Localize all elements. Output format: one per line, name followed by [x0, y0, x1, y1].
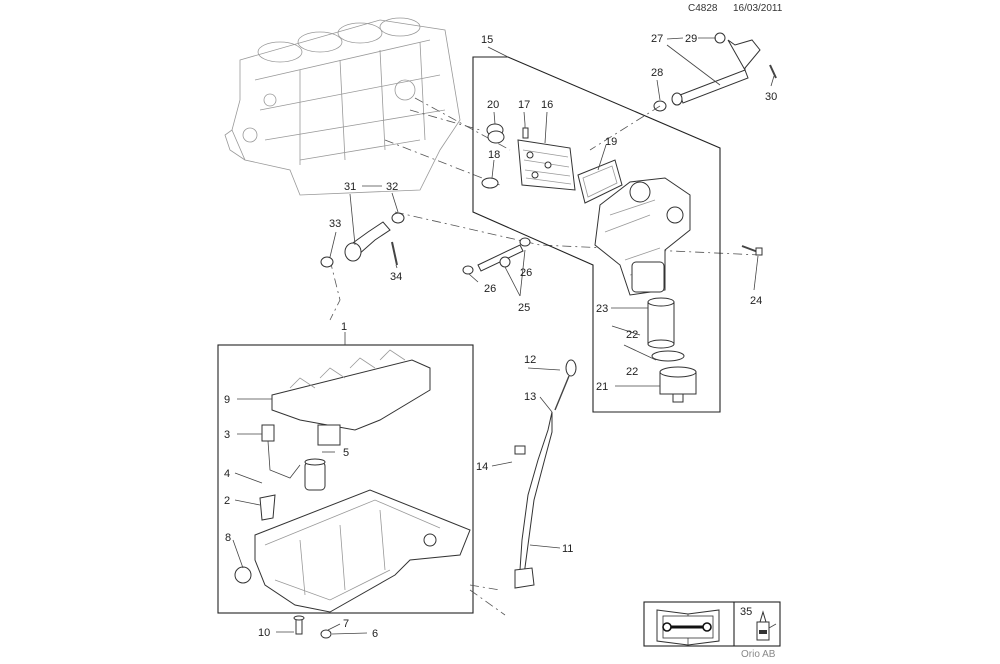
oil-pressure-sensor — [259, 494, 276, 521]
callout-29: 29 — [685, 33, 697, 45]
seal-ring — [486, 123, 505, 144]
publisher-name: Orio AB — [741, 649, 776, 660]
coolant-hose — [320, 212, 405, 268]
callout-33: 33 — [329, 218, 341, 230]
oil-can-icon — [756, 610, 777, 641]
callout-19: 19 — [605, 136, 617, 148]
seal-ring — [481, 177, 499, 189]
drawing-date: 16/03/2011 — [733, 3, 783, 14]
repair-manual-icon — [656, 609, 720, 646]
alignment-line — [409, 109, 481, 131]
callout-28: 28 — [651, 67, 663, 79]
group-box-oil-pan — [217, 344, 474, 614]
callout-22a: 22 — [626, 329, 638, 341]
callout-18: 18 — [488, 149, 500, 161]
group-box-oil-cooler — [472, 56, 721, 413]
oil-filter-cap — [659, 366, 697, 403]
callout-13: 13 — [524, 391, 536, 403]
callout-31: 31 — [344, 181, 356, 193]
oil-level-sensor — [261, 424, 301, 479]
alignment-line — [329, 259, 341, 321]
callout-8: 8 — [225, 532, 231, 544]
callout-15: 15 — [481, 34, 493, 46]
drain-plug — [293, 615, 305, 635]
alignment-line — [589, 105, 661, 151]
oil-pan — [234, 489, 471, 613]
callout-20: 20 — [487, 99, 499, 111]
alignment-line — [469, 584, 501, 591]
bolt — [741, 245, 763, 256]
screw — [522, 124, 529, 139]
alignment-line — [469, 589, 506, 616]
callout-6: 6 — [372, 628, 378, 640]
callout-23: 23 — [596, 303, 608, 315]
callout-21: 21 — [596, 381, 608, 393]
callout-22b: 22 — [626, 366, 638, 378]
gasket — [577, 159, 623, 204]
connecting-pipe — [462, 237, 531, 275]
callout-3: 3 — [224, 429, 230, 441]
washer — [320, 629, 332, 639]
callout-5: 5 — [343, 447, 349, 459]
callout-12: 12 — [524, 354, 536, 366]
callout-32: 32 — [386, 181, 398, 193]
callout-34: 34 — [390, 271, 402, 283]
engine-block — [224, 17, 461, 196]
callout-1: 1 — [341, 321, 347, 333]
windage-tray — [271, 349, 431, 446]
legend-box: 35 — [643, 601, 781, 647]
callout-25: 25 — [518, 302, 530, 314]
oil-pickup — [304, 458, 326, 491]
callout-24: 24 — [750, 295, 762, 307]
callout-30: 30 — [765, 91, 777, 103]
alignment-line — [394, 211, 761, 256]
oil-cooler — [517, 139, 576, 191]
leader-lines — [232, 37, 775, 635]
callout-17: 17 — [518, 99, 530, 111]
callout-16: 16 — [541, 99, 553, 111]
drawing-code: C4828 — [688, 3, 718, 14]
callout-14: 14 — [476, 461, 488, 473]
seal-ring — [651, 350, 685, 362]
oil-return-pipe — [653, 32, 777, 112]
oil-filter-element — [647, 297, 675, 349]
callout-9: 9 — [224, 394, 230, 406]
callout-11: 11 — [562, 543, 573, 555]
oil-filter-housing — [594, 177, 691, 296]
callout-26b: 26 — [520, 267, 532, 279]
callout-7: 7 — [343, 618, 349, 630]
callout-2: 2 — [224, 495, 230, 507]
callout-26a: 26 — [484, 283, 496, 295]
alignment-line — [384, 139, 501, 186]
callout-labels: 1 2 3 4 5 6 7 8 9 10 11 12 13 14 15 16 1… — [224, 33, 777, 640]
callout-35: 35 — [740, 606, 752, 618]
callout-4: 4 — [224, 468, 230, 480]
callout-27: 27 — [651, 33, 663, 45]
callout-10: 10 — [258, 627, 270, 639]
dipstick — [514, 359, 577, 589]
